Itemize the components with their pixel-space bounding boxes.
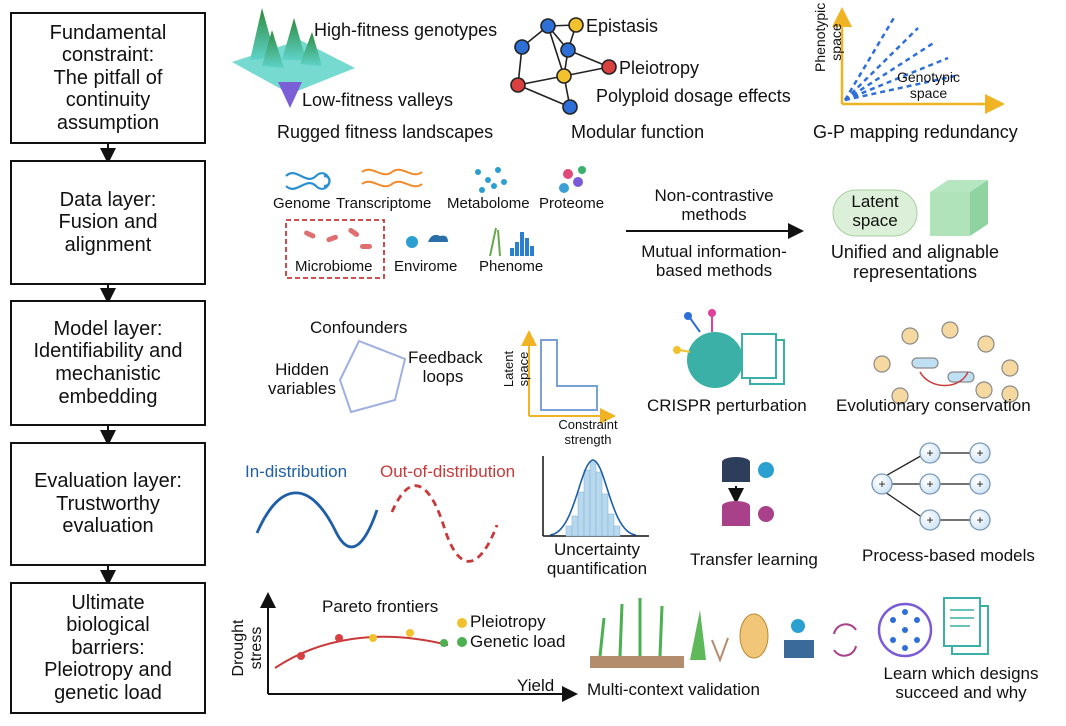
transfer-learning-icon	[722, 457, 774, 526]
multi-context-icon	[590, 598, 814, 668]
label-genetic-load: Genetic load	[470, 632, 566, 651]
fitness-landscape-icon	[232, 8, 355, 108]
gp-mapping-icon	[832, 7, 1005, 114]
label-yield: Yield	[517, 676, 555, 695]
pentagon-icon	[338, 339, 407, 414]
svg-text:+: +	[976, 446, 983, 460]
label-phenome: Phenome	[479, 258, 544, 275]
transcript-icon	[361, 168, 423, 188]
label-gp-mapping: G-P mapping redundancy	[813, 122, 1018, 142]
label-uncertainty: Uncertainty quantification	[546, 540, 648, 579]
svg-text:+: +	[926, 477, 933, 491]
label-unified: Unified and alignable representations	[830, 242, 1000, 283]
box-model-layer: Model layer: Identifiability and mechani…	[10, 300, 206, 426]
label-microbiome: Microbiome	[295, 258, 373, 275]
pareto-plot	[260, 592, 578, 702]
svg-text:+: +	[926, 513, 933, 527]
envirome-icon	[406, 234, 448, 248]
label-genome: Genome	[273, 195, 331, 212]
label-genotypic: Genotypic space	[897, 69, 961, 101]
label-low-fitness: Low-fitness valleys	[302, 90, 454, 110]
svg-text:+: +	[976, 477, 983, 491]
phenome-icon	[489, 227, 534, 257]
microbiome-icon	[285, 219, 385, 279]
box-biological-barriers: Ultimate biological barriers: Pleiotropy…	[10, 582, 206, 714]
label-rugged: Rugged fitness landscapes	[277, 122, 494, 142]
svg-text:+: +	[976, 513, 983, 527]
label-multi-context: Multi-context validation	[587, 680, 760, 699]
label-transcriptome: Transcriptome	[336, 195, 432, 212]
label-pareto: Pareto frontiers	[322, 597, 439, 616]
label-process-based: Process-based models	[862, 546, 1035, 565]
process-model-icon: + + + + + + +	[871, 442, 991, 531]
latent-space-pill	[832, 189, 918, 237]
box-evaluation-layer: Evaluation layer: Trustworthy evaluation	[10, 442, 206, 566]
label-latent-space: Latent space	[851, 192, 899, 231]
label-learn-designs: Learn which designs succeed and why	[883, 664, 1039, 703]
in-distribution-curve	[255, 491, 379, 549]
label-mutual-information: Mutual information- based methods	[641, 242, 787, 281]
box-data-layer: Data layer: Fusion and alignment	[10, 160, 206, 285]
svg-text:+: +	[878, 477, 885, 491]
metabolome-icon	[475, 167, 507, 193]
label-polyploid: Polyploid dosage effects	[596, 86, 791, 106]
uncertainty-histogram	[542, 456, 649, 537]
label-transfer-learning: Transfer learning	[690, 550, 818, 569]
label-non-contrastive: Non-contrastive methods	[654, 186, 774, 225]
label-modular: Modular function	[571, 122, 705, 142]
label-evolutionary: Evolutionary conservation	[836, 396, 1031, 415]
proteome-icon	[559, 166, 586, 193]
label-pleiotropy-legend: Pleiotropy	[470, 612, 546, 631]
label-crispr: CRISPR perturbation	[647, 396, 807, 415]
label-confounders: Confounders	[310, 318, 408, 337]
label-hidden-variables: Hidden variables	[267, 360, 337, 399]
label-epistasis: Epistasis	[586, 16, 659, 36]
ood-curve	[390, 484, 499, 563]
evolution-network-icon	[873, 321, 1019, 405]
label-proteome: Proteome	[539, 195, 605, 212]
label-constraint-strength: Constraint strength	[558, 417, 618, 447]
label-latent-axis: Latent space	[501, 350, 531, 388]
label-pleiotropy: Pleiotropy	[619, 58, 700, 78]
cube-icon	[930, 180, 988, 236]
latent-constraint-icon	[521, 330, 616, 424]
label-envirome: Envirome	[394, 258, 458, 275]
label-phenotypic: Phenotypic space	[812, 2, 844, 72]
modular-network-icon	[510, 17, 617, 115]
label-metabolome: Metabolome	[447, 195, 530, 212]
label-drought-stress: Drought stress	[230, 619, 265, 677]
label-out-of-distribution: Out-of-distribution	[380, 462, 516, 481]
box-fundamental-constraint: Fundamental constraint: The pitfall of c…	[10, 12, 206, 144]
label-feedback-loops: Feedback loops	[408, 348, 483, 387]
crispr-icon	[673, 309, 785, 388]
label-in-distribution: In-distribution	[245, 462, 348, 481]
label-high-fitness: High-fitness genotypes	[314, 20, 498, 40]
svg-text:+: +	[926, 446, 933, 460]
learn-icon	[877, 597, 989, 658]
dna-icon	[285, 172, 331, 190]
cycle-arrows-icon	[833, 623, 857, 657]
